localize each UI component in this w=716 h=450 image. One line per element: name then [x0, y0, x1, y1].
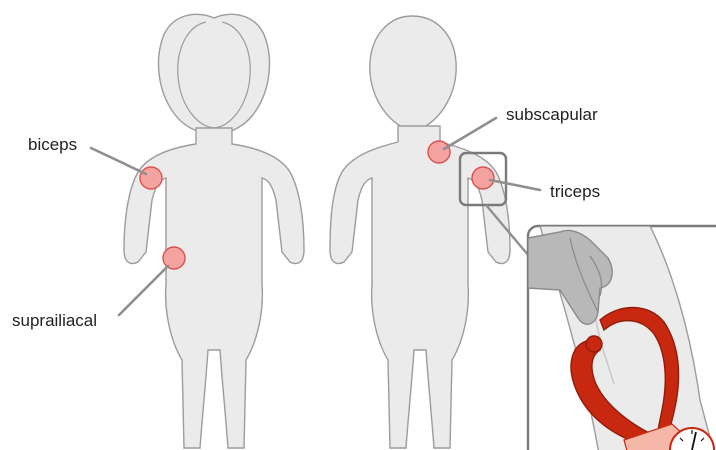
label-biceps: biceps [28, 135, 77, 154]
back-head [370, 16, 456, 130]
back-body-figure [330, 16, 510, 448]
leader-biceps [91, 148, 146, 174]
label-suprailiacal: suprailiacal [12, 311, 97, 330]
front-head [158, 14, 269, 134]
site-marker-biceps [140, 167, 162, 189]
label-subscapular: subscapular [506, 105, 598, 124]
site-marker-triceps [472, 167, 494, 189]
site-labels: biceps suprailiacal subscapular triceps [12, 105, 600, 330]
leader-subscapular [444, 118, 496, 149]
site-marker-subscapular [428, 141, 450, 163]
leader-lines [91, 118, 540, 315]
leader-suprailiacal [119, 266, 168, 315]
front-body-figure [124, 14, 304, 448]
label-triceps: triceps [550, 182, 600, 201]
site-marker-suprailiacal [163, 247, 185, 269]
